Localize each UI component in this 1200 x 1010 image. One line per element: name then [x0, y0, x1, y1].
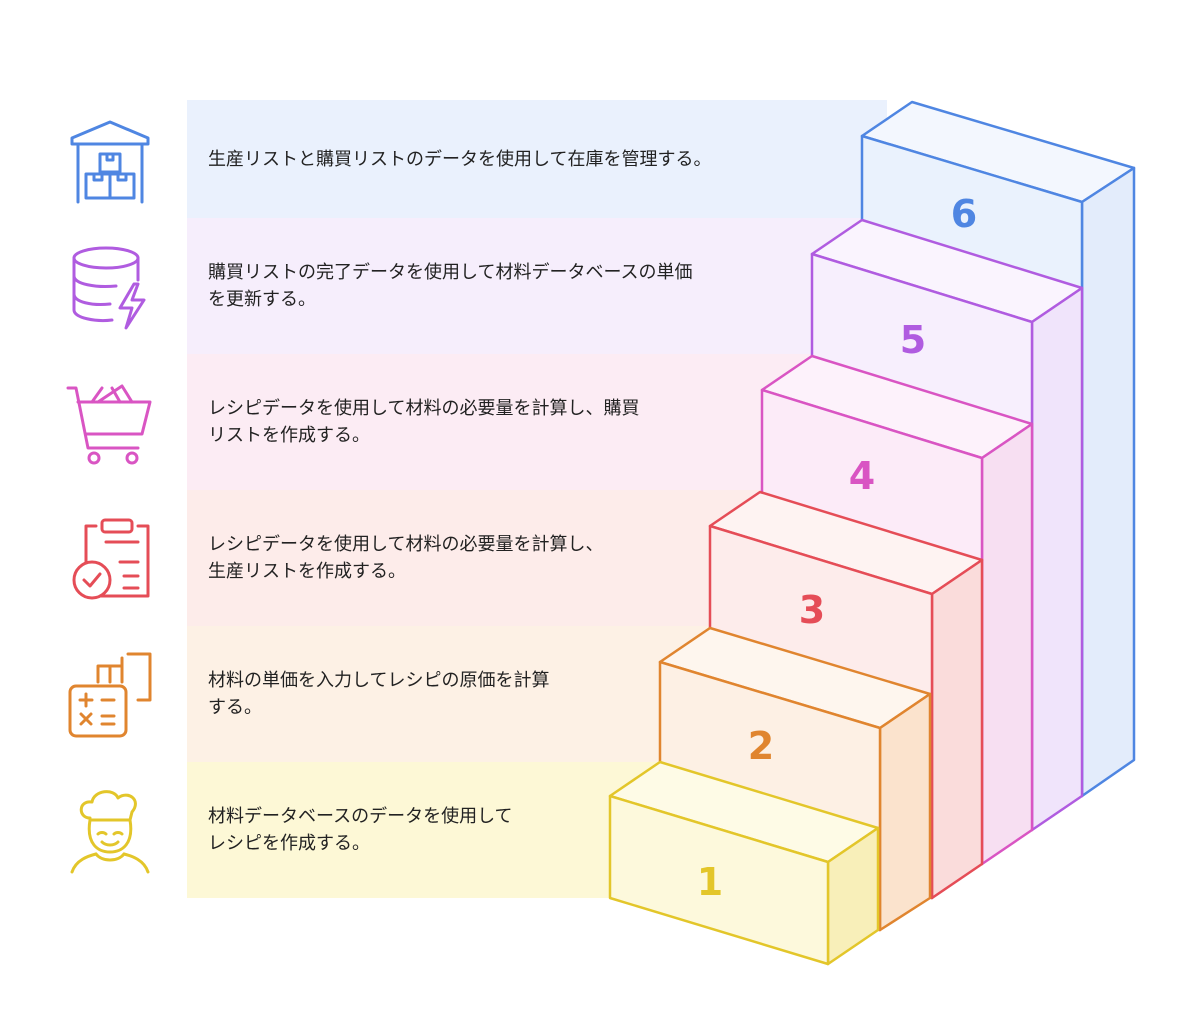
band-step-6 — [187, 100, 887, 236]
database-bolt-icon — [72, 246, 146, 330]
step-6-number: 6 — [951, 192, 977, 236]
band-step-5 — [187, 218, 887, 354]
calculator-icon — [68, 652, 152, 738]
clipboard-check-icon — [72, 518, 150, 600]
step-4-text: レシピデータを使用して材料の必要量を計算し、購買 リストを作成する。 — [208, 398, 640, 446]
step-4-number: 4 — [849, 454, 875, 498]
step-6-text: 生産リストと購買リストのデータを使用して在庫を管理する。 — [208, 149, 712, 170]
step-5-number: 5 — [900, 318, 926, 362]
step-1-number: 1 — [697, 860, 723, 904]
step-3-text: レシピデータを使用して材料の必要量を計算し、 生産リストを作成する。 — [208, 534, 604, 582]
step-5-text: 購買リストの完了データを使用して材料データベースの単価 を更新する。 — [208, 262, 693, 310]
step-1-text: 材料データベースのデータを使用して レシピを作成する。 — [208, 806, 513, 854]
step-1-block: 1 — [608, 760, 880, 966]
chef-icon — [70, 790, 150, 874]
shopping-cart-icon — [66, 384, 152, 465]
step-3-number: 3 — [799, 588, 825, 632]
step-2-text: 材料の単価を入力してレシピの原価を計算 する。 — [208, 670, 550, 718]
warehouse-icon — [70, 120, 150, 204]
step-2-number: 2 — [748, 724, 774, 768]
